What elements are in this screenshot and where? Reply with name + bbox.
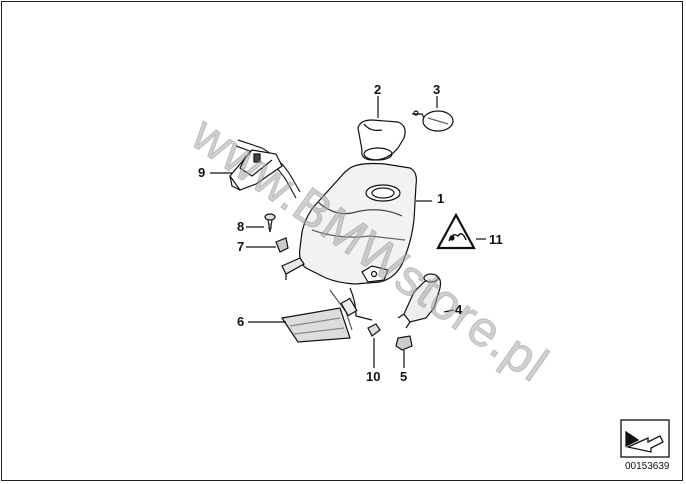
pump-hose <box>349 287 373 321</box>
part-label-8: 8 <box>237 219 245 234</box>
document-icon <box>620 419 670 458</box>
screw-head <box>264 213 276 221</box>
document-number: 00153639 <box>625 461 670 472</box>
part-label-2: 2 <box>374 82 382 97</box>
small-grommet <box>367 323 381 337</box>
foam-pad <box>280 307 351 343</box>
part-label-7: 7 <box>237 239 245 254</box>
part-label-6: 6 <box>237 314 245 329</box>
cap-seal <box>357 119 406 161</box>
part-label-4: 4 <box>455 302 463 317</box>
reservoir-bracket <box>281 257 305 275</box>
hose-piece <box>340 297 358 317</box>
part-label-1: 1 <box>437 191 445 206</box>
grommet <box>395 335 413 351</box>
part-label-3: 3 <box>433 82 441 97</box>
part-label-10: 10 <box>366 369 381 384</box>
part-label-11: 11 <box>489 232 503 247</box>
warning-label <box>436 212 476 250</box>
clip-nut <box>275 237 289 253</box>
part-label-9: 9 <box>198 165 206 180</box>
reservoir-filler-neck <box>365 184 401 202</box>
reservoir-mount-foot <box>361 265 389 283</box>
part-label-5: 5 <box>400 369 408 384</box>
